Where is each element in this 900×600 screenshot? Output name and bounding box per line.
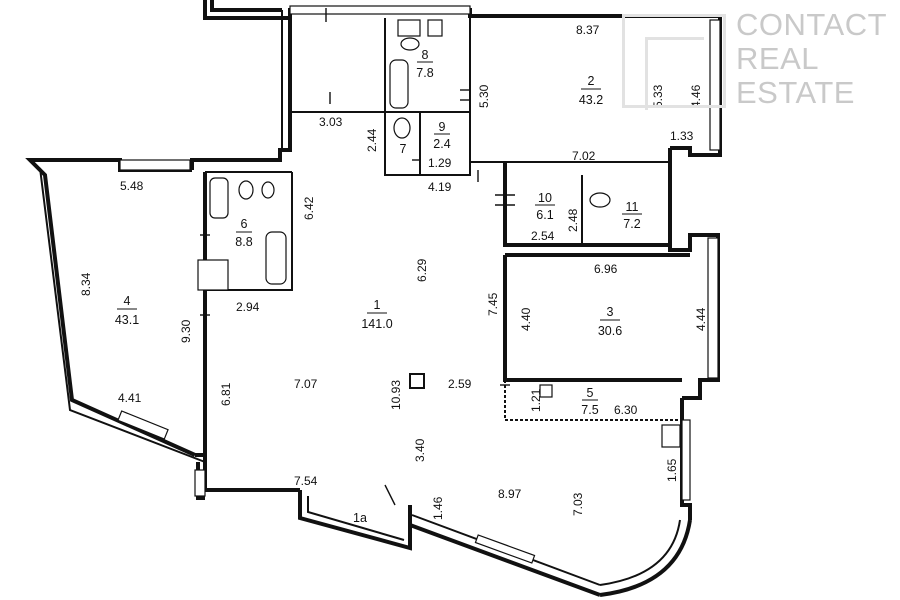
door-marks [200, 8, 515, 506]
svg-text:141.0: 141.0 [361, 317, 392, 331]
dim-label: 5.33 [651, 84, 665, 108]
room-6-label: 6 8.8 [235, 217, 252, 249]
dim-label: 3.03 [319, 115, 343, 129]
dim-label: 1.29 [428, 156, 452, 170]
dim-label: 5.30 [477, 84, 491, 108]
room-5-label: 5 7.5 [581, 386, 598, 417]
svg-text:1a: 1a [353, 511, 367, 525]
dimension-labels: 8.37 5.30 5.33 4.46 1.33 3.03 2.44 1.29 … [79, 23, 708, 520]
room-labels: 1 141.0 1a 2 43.2 3 30.6 4 43.1 5 7.5 6 [115, 48, 642, 525]
svg-text:8: 8 [422, 48, 429, 62]
dim-label: 7.54 [294, 474, 318, 488]
room-9-label: 9 2.4 [433, 120, 450, 151]
dim-label: 10.93 [389, 380, 403, 410]
svg-text:4: 4 [124, 294, 131, 308]
svg-text:7.8: 7.8 [416, 66, 433, 80]
svg-text:7.2: 7.2 [623, 217, 640, 231]
dim-label: 2.59 [448, 377, 472, 391]
room-2-label: 2 43.2 [579, 74, 603, 107]
svg-text:1: 1 [374, 298, 381, 312]
dim-label: 1.65 [665, 458, 679, 482]
dim-label: 4.41 [118, 391, 142, 405]
dim-label: 6.29 [415, 258, 429, 282]
windows [117, 5, 721, 564]
dim-label: 8.37 [576, 23, 600, 37]
dim-label: 4.19 [428, 180, 452, 194]
dim-label: 7.45 [486, 292, 500, 316]
dim-label: 1.21 [529, 388, 543, 412]
svg-text:5: 5 [587, 386, 594, 400]
brand-line-2: REAL [736, 41, 819, 76]
dim-label: 6.96 [594, 262, 618, 276]
dim-label: 3.40 [413, 438, 427, 462]
dim-label: 6.30 [614, 403, 638, 417]
logo-mark-icon [622, 14, 726, 110]
room-1-label: 1 141.0 [361, 298, 392, 331]
svg-text:8.8: 8.8 [235, 235, 252, 249]
svg-text:6: 6 [241, 217, 248, 231]
dim-label: 2.44 [365, 128, 379, 152]
dim-label: 7.07 [294, 377, 318, 391]
svg-text:2: 2 [588, 74, 595, 88]
dim-label: 4.46 [689, 84, 703, 108]
svg-text:30.6: 30.6 [598, 324, 622, 338]
svg-text:2.4: 2.4 [433, 137, 450, 151]
svg-text:43.2: 43.2 [579, 93, 603, 107]
dim-label: 1.33 [670, 129, 694, 143]
dim-label: 7.02 [572, 149, 596, 163]
dim-label: 5.48 [120, 179, 144, 193]
svg-text:7: 7 [400, 142, 407, 156]
svg-text:9: 9 [439, 120, 446, 134]
dim-label: 6.81 [219, 382, 233, 406]
room-10-label: 10 6.1 [535, 191, 555, 222]
svg-text:3: 3 [607, 305, 614, 319]
room-1a-label: 1a [353, 511, 367, 525]
fixtures [197, 19, 681, 448]
svg-text:7.5: 7.5 [581, 403, 598, 417]
svg-text:43.1: 43.1 [115, 313, 139, 327]
dim-label: 2.94 [236, 300, 260, 314]
dim-label: 6.42 [302, 196, 316, 220]
room-7-label: 7 [400, 142, 407, 156]
brand-line-3: ESTATE [736, 75, 855, 110]
svg-text:6.1: 6.1 [536, 208, 553, 222]
room-4-label: 4 43.1 [115, 294, 139, 327]
room-8-label: 8 7.8 [416, 48, 433, 80]
dim-label: 4.44 [694, 307, 708, 331]
room-11-label: 11 7.2 [622, 200, 642, 231]
dim-label: 4.40 [519, 307, 533, 331]
dim-label: 8.34 [79, 272, 93, 296]
dim-label: 7.03 [571, 492, 585, 516]
brand-line-1: CONTACT [736, 7, 888, 42]
dim-label: 2.48 [566, 208, 580, 232]
dim-label: 8.97 [498, 487, 522, 501]
room-3-label: 3 30.6 [598, 305, 622, 338]
dim-label: 1.46 [431, 496, 445, 520]
svg-text:11: 11 [626, 200, 639, 214]
svg-text:10: 10 [538, 191, 552, 205]
interior-walls [203, 16, 690, 455]
dim-label: 9.30 [179, 319, 193, 343]
dim-label: 2.54 [531, 229, 555, 243]
brand-watermark: CONTACT REAL ESTATE [736, 8, 887, 110]
